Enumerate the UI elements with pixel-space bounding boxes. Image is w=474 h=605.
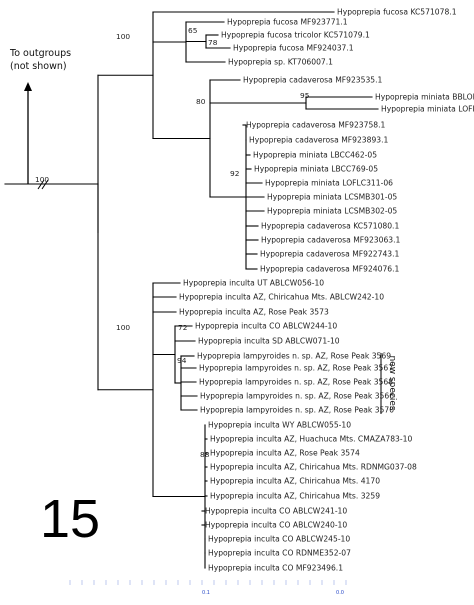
leaf-label: Hypoprepia lampyroides n. sp. AZ, Rose P…	[199, 378, 393, 387]
support-value: 72	[178, 323, 187, 332]
support-value: 88	[200, 450, 210, 459]
leaf-label: Hypoprepia inculta AZ, Rose Peak 3574	[210, 449, 360, 458]
support-value: 100	[116, 32, 130, 41]
leaf-label: Hypoprepia miniata LBCC462-05	[253, 151, 377, 160]
branch-break-mark	[41, 179, 49, 190]
leaf-label: Hypoprepia cadaverosa MF923535.1	[243, 76, 383, 85]
leaf-label: Hypoprepia inculta AZ, Rose Peak 3573	[179, 308, 329, 317]
figure-number: 15	[40, 489, 100, 549]
leaf-label: Hypoprepia inculta CO RDNME352-07	[208, 549, 351, 558]
outgroup-arrow-head	[24, 82, 32, 91]
support-value: 100	[116, 323, 130, 332]
scale-label-left: 0.1	[202, 590, 210, 596]
leaf-label: Hypoprepia inculta CO ABLCW245-10	[208, 535, 350, 544]
leaf-label: Hypoprepia inculta AZ, Chiricahua Mts. 4…	[210, 477, 380, 486]
outgroup-label-line-1: To outgroups	[9, 48, 71, 59]
support-value: 95	[300, 91, 310, 100]
leaf-label: Hypoprepia inculta CO ABLCW244-10	[195, 322, 337, 331]
leaf-label: Hypoprepia miniata LOFLB682-06	[381, 105, 474, 114]
support-value: 94	[177, 356, 187, 365]
leaf-label: Hypoprepia miniata LBCC769-05	[254, 165, 378, 174]
leaf-label: Hypoprepia fucosa KC571078.1	[337, 8, 457, 17]
support-value: 92	[230, 169, 239, 178]
leaf-label: Hypoprepia miniata LCSMB302-05	[267, 207, 397, 216]
leaf-label: Hypoprepia miniata BBLOB1474-11	[375, 93, 474, 102]
leaf-label: Hypoprepia fucosa MF923771.1	[227, 18, 348, 27]
leaf-label: Hypoprepia cadaverosa MF922743.1	[260, 250, 400, 259]
leaf-label: Hypoprepia cadaverosa MF923893.1	[249, 136, 389, 145]
leaf-label: Hypoprepia inculta CO ABLCW240-10	[205, 521, 347, 530]
tree-branches	[4, 11, 379, 569]
new-species-label: new species	[387, 355, 397, 410]
support-value: 65	[188, 26, 198, 35]
leaf-label: Hypoprepia cadaverosa KC571080.1	[261, 222, 399, 231]
leaf-label: Hypoprepia inculta WY ABLCW055-10	[208, 421, 351, 430]
leaf-label: Hypoprepia inculta AZ, Chiricahua Mts. R…	[210, 463, 417, 472]
support-value: 78	[208, 38, 218, 47]
leaf-label: Hypoprepia inculta AZ, Chiricahua Mts. A…	[179, 293, 384, 302]
leaf-label: Hypoprepia inculta CO MF923496.1	[208, 564, 343, 573]
scale-label-right: 0.0	[336, 590, 344, 596]
scale-bar: 0.1 0.0	[69, 580, 347, 596]
leaf-label: Hypoprepia inculta UT ABLCW056-10	[183, 279, 324, 288]
branch-break-mark	[37, 179, 45, 190]
scale-ticks	[69, 580, 347, 585]
leaf-label: Hypoprepia cadaverosa MF923758.1	[246, 121, 386, 130]
leaf-label: Hypoprepia lampyroides n. sp. AZ, Rose P…	[197, 352, 391, 361]
leaf-label: Hypoprepia fucosa MF924037.1	[233, 44, 354, 53]
leaf-label: Hypoprepia lampyroides n. sp. AZ, Rose P…	[200, 406, 394, 415]
new-species-bracket: new species	[380, 353, 397, 414]
leaf-label: Hypoprepia lampyroides n. sp. AZ, Rose P…	[200, 392, 394, 401]
leaf-label: Hypoprepia cadaverosa MF924076.1	[260, 265, 400, 274]
leaf-label: Hypoprepia cadaverosa MF923063.1	[261, 236, 401, 245]
leaf-label: Hypoprepia inculta SD ABLCW071-10	[198, 337, 340, 346]
leaf-label: Hypoprepia inculta AZ, Huachuca Mts. CMA…	[210, 435, 412, 444]
leaf-label: Hypoprepia miniata LCSMB301-05	[267, 193, 397, 202]
outgroup-marker: To outgroups (not shown)	[9, 48, 71, 184]
leaf-label: Hypoprepia miniata LOFLC311-06	[265, 179, 393, 188]
support-value: 80	[196, 97, 206, 106]
leaf-label: Hypoprepia lampyroides n. sp. AZ, Rose P…	[199, 364, 393, 373]
leaf-label: Hypoprepia inculta CO ABLCW241-10	[205, 507, 347, 516]
leaf-label: Hypoprepia inculta AZ, Chiricahua Mts. 3…	[210, 492, 380, 501]
support-value: 100	[35, 175, 49, 184]
leaf-label: Hypoprepia sp. KT706007.1	[228, 58, 333, 67]
support-values: 100 100 65 78 80 95 92 100 72 94 88	[35, 26, 310, 459]
leaf-label: Hypoprepia fucosa tricolor KC571079.1	[221, 31, 370, 40]
outgroup-label-line-2: (not shown)	[10, 61, 67, 72]
